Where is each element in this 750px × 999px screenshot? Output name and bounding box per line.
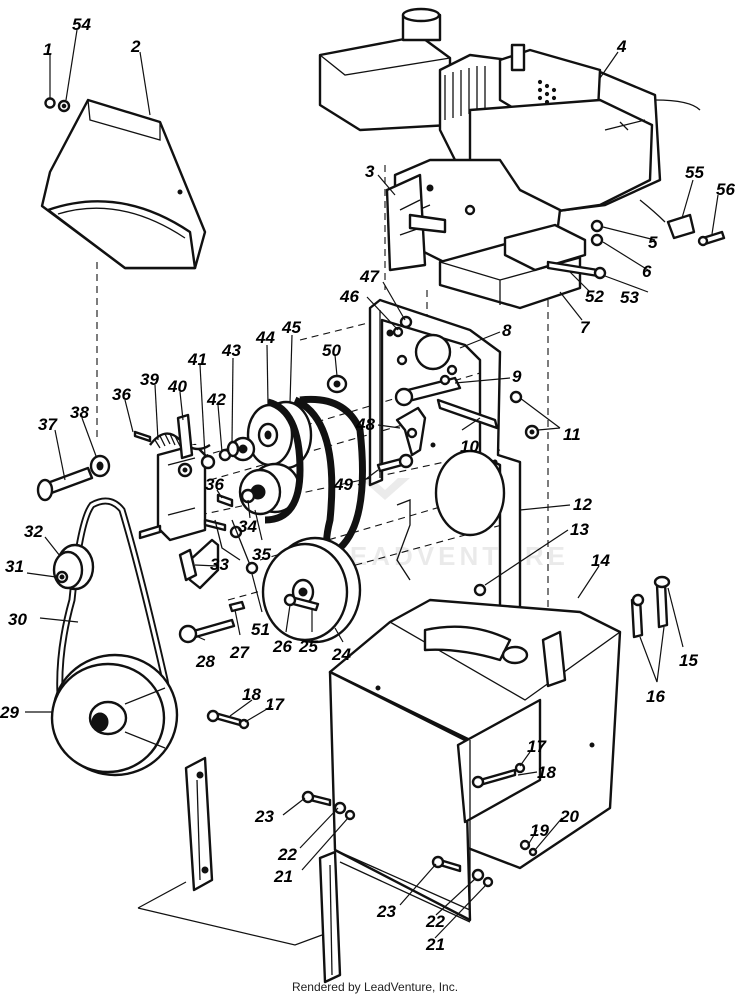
callout-12: 12 [573,495,592,514]
bracket-bolts [392,315,413,338]
callout-5: 5 [648,233,658,252]
watermark-text: LEADVENTURE [330,541,569,571]
callout-18a: 18 [242,685,261,704]
idler-bracket [133,413,240,542]
callout-6: 6 [642,262,652,281]
callout-49: 49 [333,475,353,494]
callout-8: 8 [502,321,512,340]
callout-51: 51 [251,620,270,639]
pulley-29 [50,653,179,777]
callout-16: 16 [646,687,665,706]
callout-2: 2 [130,37,141,56]
callout-27: 27 [229,643,250,662]
callout-34: 34 [238,517,257,536]
callout-42: 42 [206,390,226,409]
callout-23a: 23 [254,807,274,826]
pin-51 [231,519,259,575]
bolt-27-28 [178,600,246,644]
guard-bolt [44,97,71,113]
callout-53: 53 [620,288,639,307]
callout-21a: 21 [273,867,293,886]
lever-10 [436,398,499,430]
callout-18b: 18 [537,763,556,782]
belt-guard [40,98,207,270]
callout-45: 45 [281,318,301,337]
render-credit: Rendered by LeadVenture, Inc. [291,980,459,994]
callout-29: 29 [0,703,19,722]
side-plates [184,756,471,984]
callout-4: 4 [616,37,627,56]
callout-31: 31 [5,557,24,576]
engine-plate [385,173,447,272]
callout-19: 19 [530,821,549,840]
callout-13: 13 [570,520,589,539]
watermark: LEADVENTURE [330,478,569,571]
callout-22a: 22 [277,845,297,864]
callout-23b: 23 [376,902,396,921]
callout-43: 43 [221,341,241,360]
callout-39: 39 [140,370,159,389]
leader-lines [25,29,719,939]
callout-33: 33 [210,555,229,574]
callout-10: 10 [460,437,479,456]
engine-mount-hardware [546,219,607,280]
engine [318,7,701,310]
frame-housing [328,583,622,922]
nuts-11 [509,390,540,440]
callout-9: 9 [512,367,522,386]
callout-37: 37 [38,415,58,434]
callout-48: 48 [355,415,375,434]
callout-32: 32 [24,522,43,541]
callout-3: 3 [365,162,375,181]
callout-38: 38 [70,403,89,422]
callout-41: 41 [187,350,207,369]
callout-20: 20 [559,807,579,826]
bolts-15-16 [630,575,671,639]
callout-47: 47 [359,267,380,286]
callout-52: 52 [585,287,604,306]
callout-25: 25 [298,637,318,656]
callout-54: 54 [72,15,91,34]
callout-1: 1 [43,40,52,59]
idler-arm-48 [395,406,427,457]
callout-30: 30 [8,610,27,629]
callout-44: 44 [255,328,275,347]
callout-46: 46 [339,287,359,306]
pulley-32 [52,543,95,591]
callout-11: 11 [563,425,581,444]
callout-35: 35 [252,545,271,564]
callout-26: 26 [272,637,292,656]
shaft-9 [394,374,462,407]
callout-50: 50 [322,341,341,360]
callout-14: 14 [591,551,610,570]
callout-24: 24 [331,645,351,664]
callout-17b: 17 [527,737,547,756]
callout-21b: 21 [425,935,445,954]
callout-56: 56 [716,180,735,199]
callout-40: 40 [167,377,187,396]
callout-22b: 22 [425,912,445,931]
callout-labels: 1 54 2 4 3 55 56 5 6 53 52 7 47 46 8 50 … [0,15,735,954]
pulley-stack [230,400,313,516]
callout-36a: 36 [112,385,131,404]
bracket-bolts-small [203,493,243,539]
cable-clip [639,199,726,247]
callout-7: 7 [580,318,591,337]
callout-17a: 17 [265,695,285,714]
callout-36b: 36 [205,475,224,494]
bolt-37-38 [36,454,162,540]
frame-bolts [137,709,538,946]
callout-28: 28 [195,652,215,671]
callout-15: 15 [679,651,698,670]
callout-55: 55 [685,163,704,182]
bolt-49 [376,453,414,473]
pulley-24 [261,536,362,644]
spacer-50 [326,374,348,394]
bracket-33 [178,519,241,590]
